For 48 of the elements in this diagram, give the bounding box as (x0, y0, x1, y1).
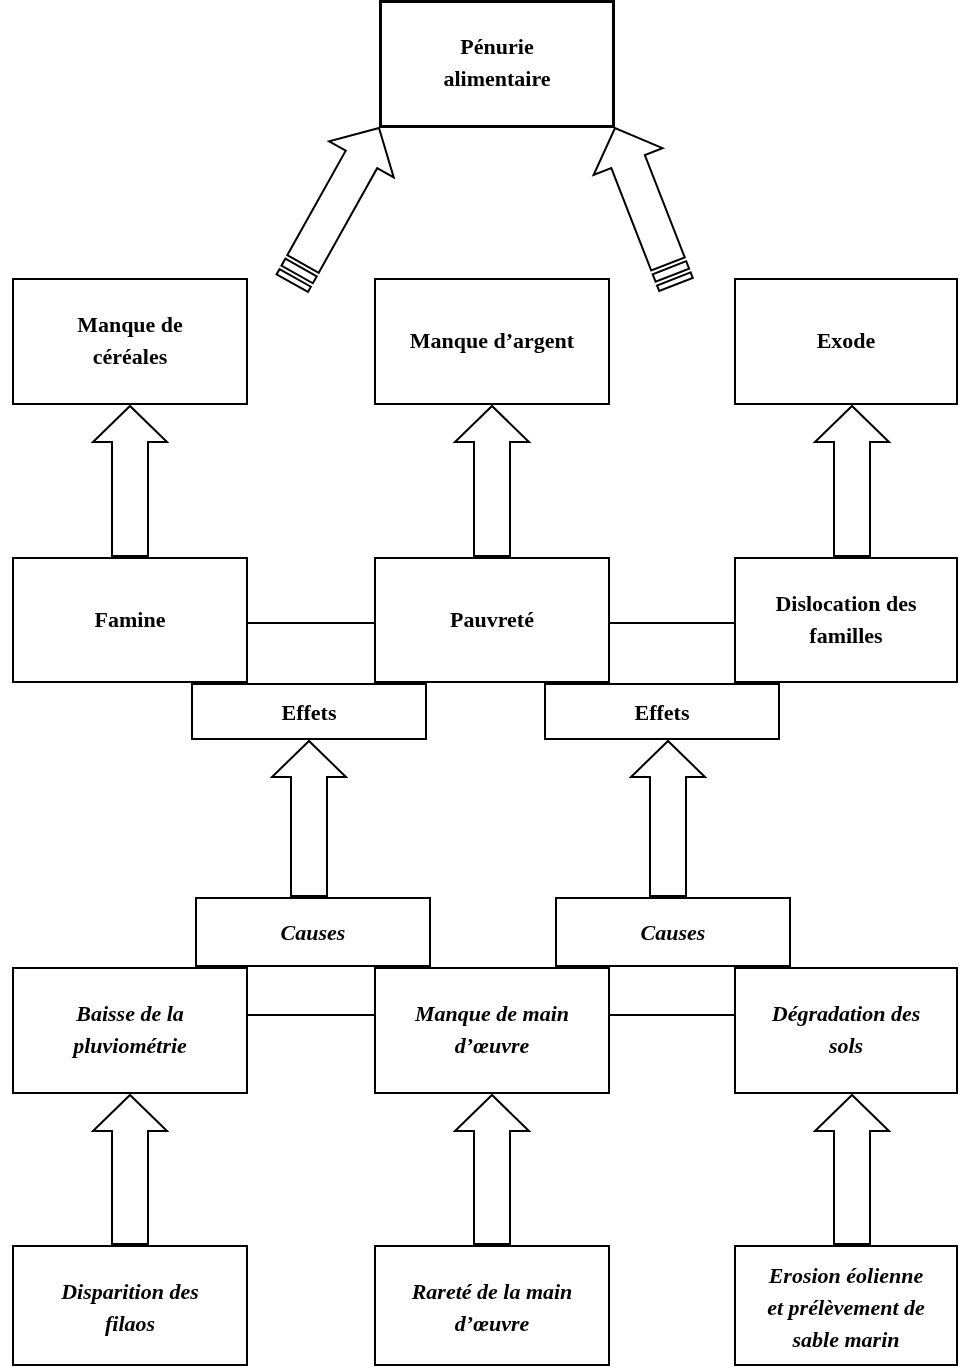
connector-line (609, 1014, 735, 1016)
text-box (12, 278, 248, 405)
connector-line (247, 622, 375, 624)
box-label: Exode (815, 327, 877, 355)
box-label: Pénurie alimentaire (442, 33, 552, 93)
text-box (374, 278, 610, 405)
box-label: Baisse de la pluviométrie (70, 1000, 188, 1060)
box-label: Disparition des filaos (60, 1278, 200, 1338)
block-arrow (812, 404, 892, 557)
box-label: Erosion éolienne et prélèvement de sable marin (766, 1262, 926, 1354)
box-label: Rareté de la main d’œuvre (410, 1278, 574, 1338)
text-box (734, 557, 958, 683)
connector-line (247, 1014, 375, 1016)
text-box (374, 1245, 610, 1366)
block-arrow (452, 404, 532, 557)
text-box (195, 897, 431, 967)
text-box (374, 967, 610, 1094)
block-arrow (269, 739, 349, 897)
text-box (374, 557, 610, 683)
box-label: Causes (279, 919, 347, 947)
text-box (12, 1245, 248, 1366)
box-label: Causes (639, 919, 707, 947)
block-arrow (275, 126, 396, 294)
box-label: Manque de main d’œuvre (413, 1000, 570, 1060)
connector-line (609, 622, 735, 624)
box-label: Dégradation des sols (770, 1000, 922, 1060)
text-box (734, 1245, 958, 1366)
box-label: Famine (93, 606, 167, 634)
block-arrow (812, 1093, 892, 1245)
block-arrow (90, 404, 170, 557)
text-box (734, 278, 958, 405)
text-box (12, 967, 248, 1094)
box-label: Effets (280, 699, 338, 727)
text-box (379, 0, 615, 128)
box-label: Effets (633, 699, 691, 727)
box-label: Manque de céréales (76, 311, 184, 371)
block-arrow (452, 1093, 532, 1245)
block-arrow (90, 1093, 170, 1245)
block-arrow (591, 126, 695, 293)
text-box (12, 557, 248, 683)
text-box (555, 897, 791, 967)
box-label: Pauvreté (449, 606, 535, 634)
box-label: Manque d’argent (408, 327, 576, 355)
block-arrow (628, 739, 708, 897)
box-label: Dislocation des familles (774, 590, 918, 650)
text-box (734, 967, 958, 1094)
text-box (191, 683, 427, 740)
text-box (544, 683, 780, 740)
